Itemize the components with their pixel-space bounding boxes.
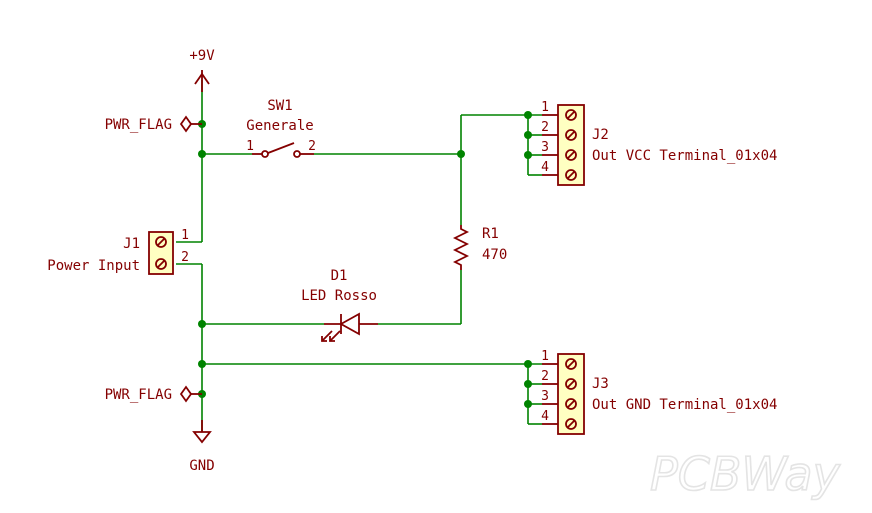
j2-ref: J2: [592, 127, 609, 143]
wires: [176, 80, 542, 432]
pwr-flag-bottom: PWR_FLAG: [105, 385, 202, 403]
gnd-label: GND: [189, 458, 214, 474]
gnd-power-symbol: GND: [189, 420, 215, 474]
pwr-flag-top-label: PWR_FLAG: [105, 117, 172, 133]
j3-pin2: 2: [541, 369, 549, 384]
junctions: [198, 111, 532, 408]
j2-pin2: 2: [541, 120, 549, 135]
sw1-ref: SW1: [267, 98, 292, 114]
j2-value: Out VCC Terminal_01x04: [592, 148, 777, 164]
sw1-value: Generale: [246, 118, 313, 134]
j3-ref: J3: [592, 376, 609, 392]
j1-pin1: 1: [181, 228, 189, 243]
pwr-flag-top: PWR_FLAG: [105, 115, 202, 133]
connector-j3: 1 2 3 4 J3 Out GND Terminal_01x04: [541, 349, 777, 435]
connector-j1: J1 Power Input 1 2: [47, 228, 189, 275]
watermark: PCBWay: [650, 447, 841, 501]
j1-ref: J1: [123, 236, 140, 252]
j3-pin3: 3: [541, 389, 549, 404]
switch-sw1: SW1 Generale 1 2: [246, 98, 316, 158]
pwr-flag-bottom-label: PWR_FLAG: [105, 387, 172, 403]
j3-pin1: 1: [541, 349, 549, 364]
r1-value: 470: [482, 247, 507, 263]
resistor-r1: R1 470: [452, 225, 507, 270]
vcc-power-symbol: +9V: [189, 48, 215, 92]
d1-value: LED Rosso: [301, 288, 377, 304]
sw1-pin1: 1: [246, 139, 254, 154]
led-d1: D1 LED Rosso: [301, 268, 378, 342]
connector-j2: 1 2 3 4 J2 Out VCC Terminal_01x04: [541, 100, 777, 186]
j1-pin2: 2: [181, 250, 189, 265]
vcc-label: +9V: [189, 48, 215, 64]
sw1-pin2: 2: [308, 139, 316, 154]
j2-pin1: 1: [541, 100, 549, 115]
j3-pin4: 4: [541, 409, 549, 424]
j3-value: Out GND Terminal_01x04: [592, 397, 777, 413]
j2-pin4: 4: [541, 160, 549, 175]
j2-pin3: 3: [541, 140, 549, 155]
j1-value: Power Input: [47, 258, 140, 274]
r1-ref: R1: [482, 226, 499, 242]
d1-ref: D1: [331, 268, 348, 284]
